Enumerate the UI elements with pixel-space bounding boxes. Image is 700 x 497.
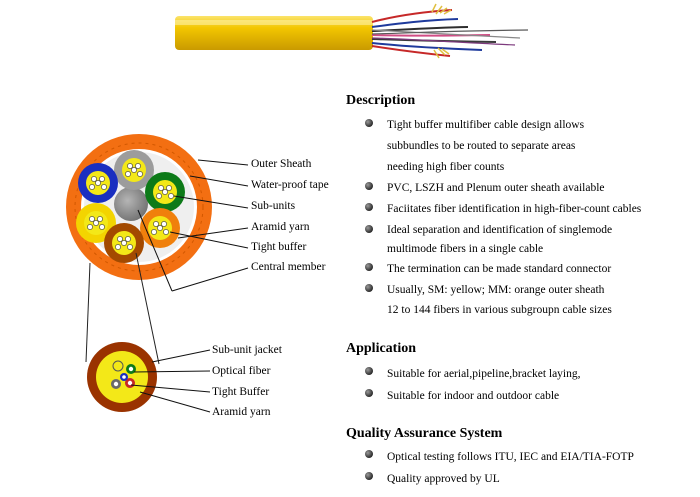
cable-jacket-highlight bbox=[175, 20, 373, 25]
label-tight-buffer-detail: Tight Buffer bbox=[212, 386, 270, 398]
zoom-lines bbox=[85, 252, 160, 365]
label-outer-sheath: Outer Sheath bbox=[251, 158, 312, 170]
cable-fiber-fan bbox=[371, 9, 529, 57]
label-optical-fiber: Optical fiber bbox=[212, 365, 271, 377]
list-item: PVC, LSZH and Plenum outer sheath availa… bbox=[364, 178, 641, 199]
list-item: Ideal separation and identification of s… bbox=[364, 221, 641, 259]
list-item: Suitable for indoor and outdoor cable bbox=[364, 385, 581, 407]
bullet-icon bbox=[365, 263, 373, 271]
quality-list: Optical testing follows ITU, IEC and EIA… bbox=[364, 446, 634, 490]
description-list: Tight buffer multifiber cable design all… bbox=[364, 115, 641, 320]
label-aramid-yarn: Aramid yarn bbox=[251, 221, 310, 233]
leader-lines-subunit bbox=[130, 349, 211, 413]
bullet-icon bbox=[365, 203, 373, 211]
application-list: Suitable for aerial,pipeline,bracket lay… bbox=[364, 363, 581, 407]
label-central-member: Central member bbox=[251, 261, 326, 273]
list-item: Tight buffer multifiber cable design all… bbox=[364, 115, 641, 178]
bullet-icon bbox=[365, 367, 373, 375]
bullet-icon bbox=[365, 119, 373, 127]
list-item: Quality approved by UL bbox=[364, 468, 634, 490]
label-aramid-yarn-detail: Aramid yarn bbox=[212, 406, 271, 418]
quality-heading: Quality Assurance System bbox=[346, 426, 503, 441]
list-item: Usually, SM: yellow; MM: orange outer sh… bbox=[364, 280, 641, 320]
outer-sheath-stripe bbox=[74, 142, 204, 272]
list-item: Faciitates fiber identification in high-… bbox=[364, 199, 641, 220]
tight-buffer-fibers bbox=[87, 163, 174, 250]
list-item: Optical testing follows ITU, IEC and EIA… bbox=[364, 446, 634, 468]
bullet-icon bbox=[365, 284, 373, 292]
bullet-icon bbox=[365, 182, 373, 190]
list-item: Suitable for aerial,pipeline,bracket lay… bbox=[364, 363, 581, 385]
cable-aramid-tufts bbox=[431, 3, 452, 59]
main-cross-section bbox=[66, 134, 212, 280]
label-sub-unit-jacket: Sub-unit jacket bbox=[212, 344, 282, 356]
bullet-icon bbox=[365, 450, 373, 458]
label-sub-units: Sub-units bbox=[251, 200, 296, 212]
list-item: The termination can be made standard con… bbox=[364, 259, 641, 280]
bullet-icon bbox=[365, 472, 373, 480]
cable-photo bbox=[175, 3, 529, 59]
label-tight-buffer: Tight buffer bbox=[251, 241, 307, 253]
subunit-cross-section bbox=[87, 342, 157, 412]
application-heading: Application bbox=[346, 341, 417, 356]
leader-lines-main bbox=[137, 159, 249, 292]
label-water-proof-tape: Water-proof tape bbox=[251, 179, 329, 191]
bullet-icon bbox=[365, 389, 373, 397]
bullet-icon bbox=[365, 225, 373, 233]
central-member bbox=[114, 187, 148, 221]
description-heading: Description bbox=[346, 93, 416, 108]
